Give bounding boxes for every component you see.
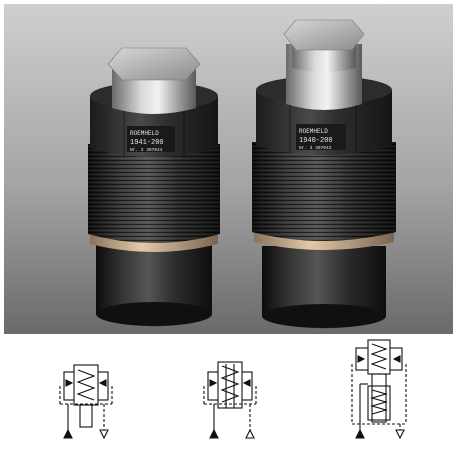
double-ported-spring-cylinder-symbol — [203, 361, 257, 439]
left-model-text: 1941-200 — [130, 139, 164, 147]
right-serial-text: Nr. 3 307043 — [299, 145, 332, 151]
tall-two-stage-cylinder-symbol — [351, 339, 407, 440]
left-brand-text: ROEMHELD — [130, 130, 159, 137]
single-spring-cylinder-symbol — [59, 364, 113, 440]
right-cylinder — [252, 19, 396, 329]
product-photo: ROEMHELD 1941-200 Nr. 3 307044 ROEMHELD … — [4, 4, 453, 334]
left-serial-text: Nr. 3 307044 — [130, 147, 163, 153]
right-model-text: 1940-200 — [299, 137, 333, 145]
hydraulic-symbols — [59, 339, 407, 440]
right-brand-text: ROEMHELD — [299, 128, 328, 135]
left-cylinder — [88, 47, 220, 327]
